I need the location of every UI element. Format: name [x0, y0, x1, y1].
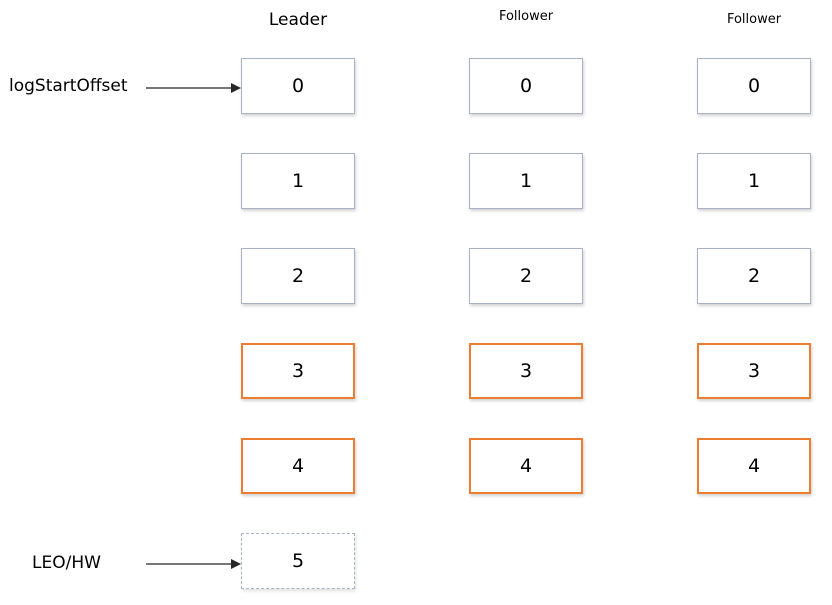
- follower-2-offset-3: 3: [697, 343, 811, 399]
- log-start-offset-arrow: [146, 83, 241, 93]
- follower-1-column-title: Follower: [498, 9, 554, 24]
- leader-offset-4: 4: [241, 438, 355, 494]
- leader-offset-5: 5: [241, 533, 355, 589]
- follower-2-offset-0: 0: [697, 58, 811, 114]
- log-start-offset-label: logStartOffset: [9, 76, 128, 96]
- leo-hw-arrow: [146, 559, 241, 569]
- follower-1-offset-0: 0: [469, 58, 583, 114]
- leo-hw-label: LEO/HW: [32, 553, 101, 573]
- follower-2-offset-4: 4: [697, 438, 811, 494]
- leader-offset-0: 0: [241, 58, 355, 114]
- follower-1-offset-2: 2: [469, 248, 583, 304]
- follower-1-offset-1: 1: [469, 153, 583, 209]
- follower-1-offset-4: 4: [469, 438, 583, 494]
- leader-offset-1: 1: [241, 153, 355, 209]
- follower-1-offset-3: 3: [469, 343, 583, 399]
- follower-2-offset-2: 2: [697, 248, 811, 304]
- leader-column-title: Leader: [268, 10, 328, 30]
- follower-2-offset-1: 1: [697, 153, 811, 209]
- leader-offset-2: 2: [241, 248, 355, 304]
- follower-2-column-title: Follower: [726, 12, 782, 27]
- leader-offset-3: 3: [241, 343, 355, 399]
